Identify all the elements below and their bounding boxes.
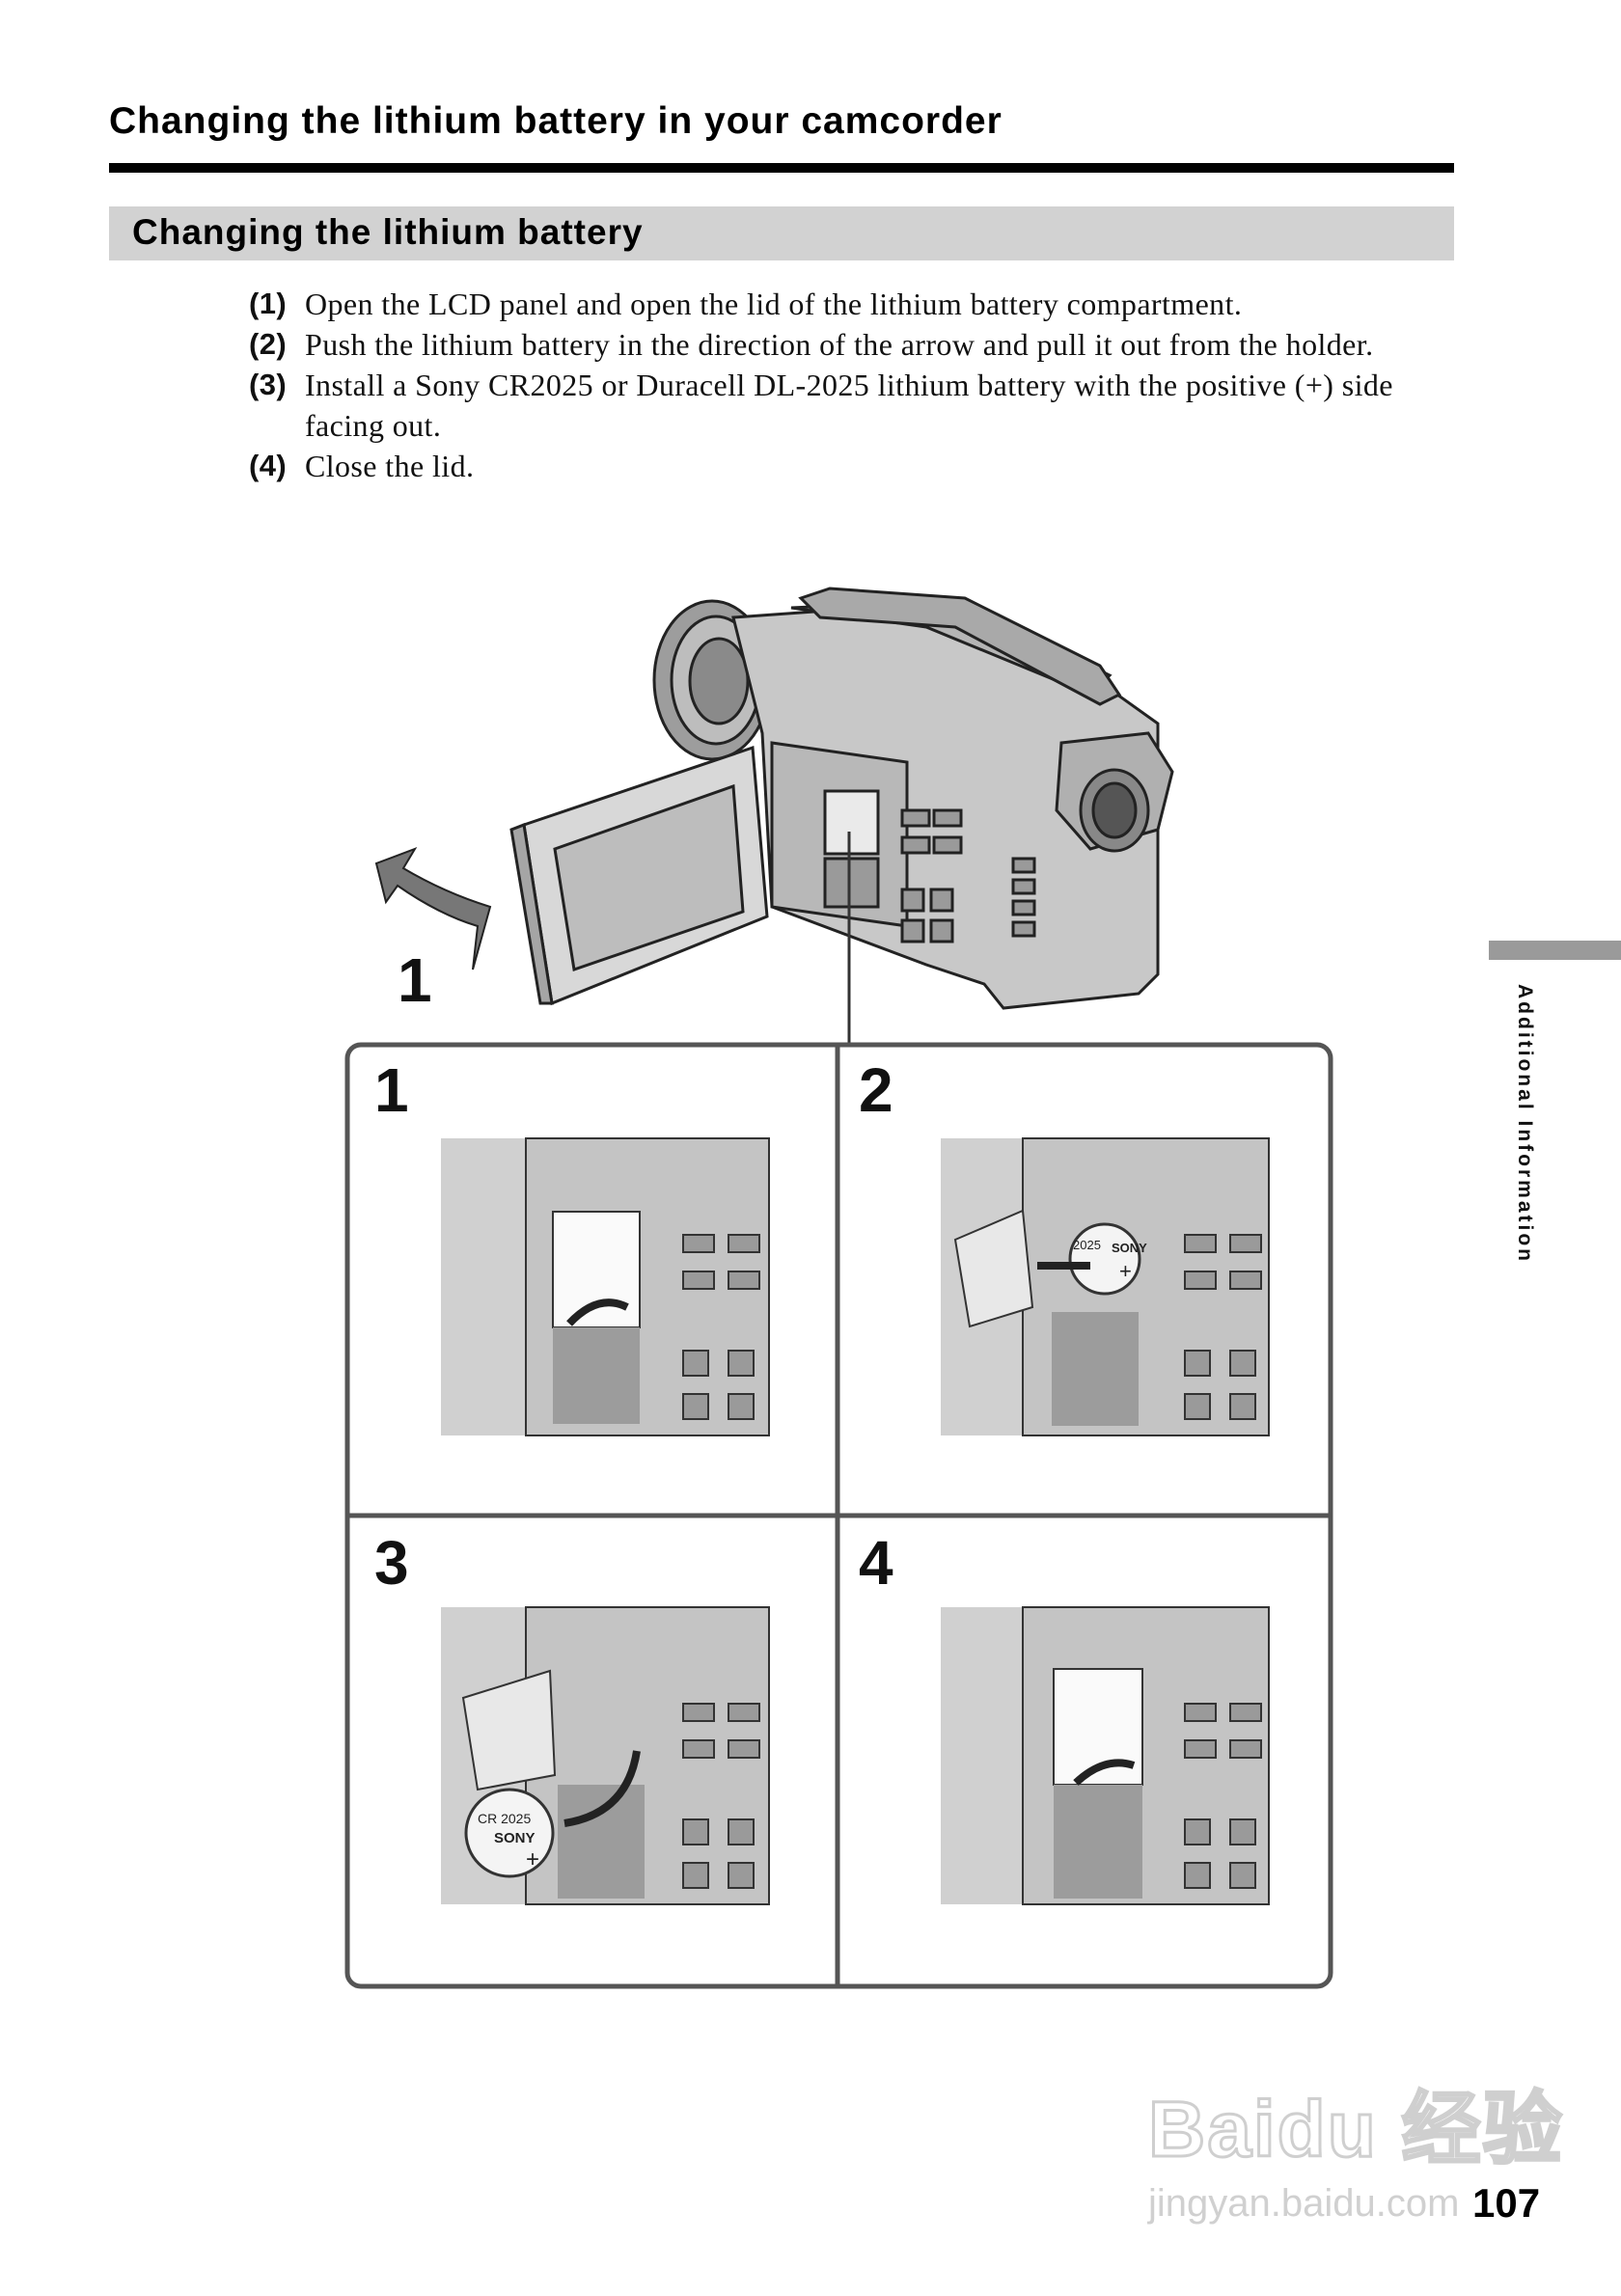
battery-polarity-label: + [1119, 1259, 1132, 1283]
battery-icon [1068, 1222, 1141, 1296]
panel-3-image: CR 2025 SONY + [441, 1606, 770, 1905]
step-number: (2) [249, 327, 288, 361]
page-header-title: Changing the lithium battery in your cam… [109, 100, 1003, 142]
battery-brand-label: SONY [1112, 1241, 1147, 1255]
step-text: Push the lithium battery in the directio… [305, 327, 1374, 362]
step-item: (1) Open the LCD panel and open the lid … [249, 284, 1455, 324]
step-number: (4) [249, 449, 288, 482]
step-number: (3) [249, 368, 288, 401]
battery-polarity-label: + [526, 1846, 539, 1872]
step-item: (2) Push the lithium battery in the dire… [249, 324, 1455, 365]
open-lcd-arrow-icon [374, 847, 492, 970]
panel-2-image: 2025 SONY + [941, 1137, 1270, 1436]
panel-4-number: 4 [859, 1528, 893, 1598]
watermark-logo: Baidu 经验 [1147, 2085, 1564, 2175]
battery-icon [464, 1788, 555, 1878]
camcorder-drawing [509, 587, 1174, 1010]
section-title: Changing the lithium battery [132, 212, 644, 252]
page-number: 107 [1472, 2180, 1541, 2226]
insert-arrow-icon [563, 1750, 641, 1827]
step-text: Close the lid. [305, 449, 475, 483]
step-list: (1) Open the LCD panel and open the lid … [249, 284, 1455, 486]
panel-3-number: 3 [374, 1528, 409, 1598]
side-section-tab [1489, 941, 1621, 960]
close-lid-arrow-icon [1073, 1759, 1136, 1786]
step-text: Open the LCD panel and open the lid of t… [305, 287, 1243, 321]
section-heading-bar: Changing the lithium battery [109, 206, 1454, 260]
step-panel-grid [344, 1042, 1333, 1989]
step-number: (1) [249, 287, 288, 320]
battery-model-label: 2025 [1073, 1238, 1101, 1252]
header-rule [109, 163, 1454, 173]
side-section-label: Additional Information [1514, 984, 1536, 1264]
step-item: (3) Install a Sony CR2025 or Duracell DL… [249, 365, 1455, 446]
step-text: Install a Sony CR2025 or Duracell DL-202… [305, 368, 1393, 443]
watermark-url: jingyan.baidu.com [1148, 2182, 1460, 2225]
callout-label: 1 [398, 945, 432, 1015]
panel-1-number: 1 [374, 1055, 409, 1125]
step-item: (4) Close the lid. [249, 446, 1455, 486]
panel-4-image [941, 1606, 1270, 1905]
battery-brand-label: SONY [494, 1830, 536, 1846]
battery-model-full-label: CR 2025 [478, 1811, 531, 1826]
panel-1-image [441, 1137, 770, 1436]
panel-2-number: 2 [859, 1055, 893, 1125]
